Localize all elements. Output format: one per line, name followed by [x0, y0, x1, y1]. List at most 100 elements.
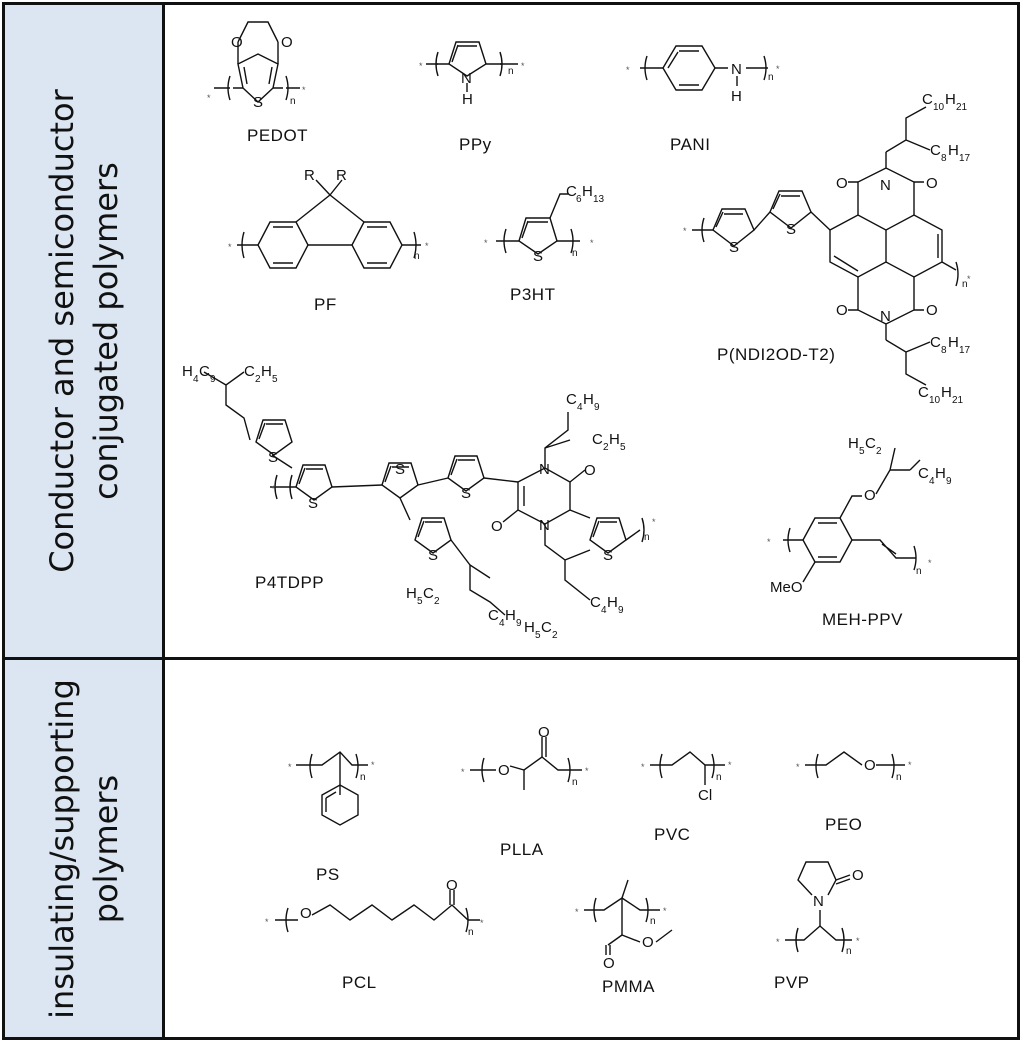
polymer-name-pvp: PVP: [774, 973, 810, 992]
category-panel-conductive: Conductor and semiconductor conjugated p…: [5, 5, 162, 657]
atom-label: *: [641, 762, 645, 772]
atom-label: n: [716, 772, 722, 783]
atom-label: C: [244, 363, 255, 380]
atom-label: *: [683, 226, 687, 236]
atom-label: C: [566, 183, 577, 200]
atom-label: C: [930, 142, 941, 159]
atom-label: H: [945, 91, 956, 108]
atom-label: n: [896, 772, 902, 783]
atom-label: n: [360, 772, 366, 783]
atom-label: S: [461, 485, 471, 502]
atom-label: 21: [952, 395, 964, 406]
structure-pvp: N O n * * PVP: [774, 861, 864, 992]
atom-label: 2: [552, 630, 558, 641]
structure-pedot: O O S n * * PEDOT: [207, 21, 308, 145]
polymer-name-peo: PEO: [825, 815, 862, 834]
atom-label: n: [768, 72, 774, 83]
atom-label: C: [566, 391, 577, 408]
atom-label: *: [228, 242, 232, 252]
atom-label: 2: [255, 374, 261, 385]
structure-pmma: O O n * * PMMA: [575, 879, 673, 996]
polymer-name-pedot: PEDOT: [247, 126, 308, 145]
atom-label: C: [922, 91, 933, 108]
structure-ps: n * * PS: [288, 751, 375, 884]
atom-label: *: [908, 760, 912, 770]
atom-label: *: [419, 61, 423, 71]
atom-label: O: [446, 877, 458, 894]
atom-label: S: [603, 547, 613, 564]
atom-label: n: [572, 248, 578, 259]
atom-label: C: [918, 384, 929, 401]
atom-label: S: [268, 449, 278, 466]
atom-label: C: [199, 363, 210, 380]
atom-label: n: [468, 927, 474, 938]
atom-label: S: [729, 239, 739, 256]
atom-label: H: [505, 607, 516, 624]
atom-label: *: [663, 906, 667, 916]
atom-label: *: [480, 918, 484, 928]
atom-label: C: [592, 431, 603, 448]
atom-label: O: [281, 34, 293, 51]
atom-label: MeO: [770, 579, 803, 596]
atom-label: *: [265, 917, 269, 927]
atom-label: O: [864, 757, 876, 774]
structure-pcl: O O n * * PCL: [265, 877, 484, 992]
atom-label: 2: [434, 596, 440, 607]
structure-ndi: S S N N O O O O C 10 H 21 C 8 H 17 C 8 H…: [683, 91, 971, 406]
atom-label: S: [308, 495, 318, 512]
atom-label: 4: [601, 605, 607, 616]
atom-label: n: [290, 96, 296, 107]
atom-label: *: [928, 558, 932, 568]
structure-pf: R R n * * PF: [228, 167, 429, 314]
atom-label: S: [533, 248, 543, 265]
atom-label: C: [865, 435, 876, 452]
atom-label: O: [864, 487, 876, 504]
atom-label: O: [300, 905, 312, 922]
atom-label: H: [848, 435, 859, 452]
polymer-name-pani: PANI: [670, 135, 710, 154]
atom-label: H: [582, 183, 593, 200]
atom-label: O: [498, 762, 510, 779]
atom-label: *: [484, 238, 488, 248]
atom-label: C: [918, 465, 929, 482]
atom-label: 17: [959, 345, 971, 356]
polymer-name-pmma: PMMA: [602, 977, 655, 996]
atom-label: *: [967, 274, 971, 284]
atom-label: *: [856, 936, 860, 946]
atom-label: n: [916, 566, 922, 577]
atom-label: 9: [618, 605, 624, 616]
atom-label: S: [253, 94, 263, 111]
atom-label: n: [508, 66, 514, 77]
atom-label: O: [538, 724, 550, 741]
atom-label: N: [539, 461, 550, 478]
atom-label: S: [786, 221, 796, 238]
atom-label: S: [395, 461, 405, 478]
atom-label: H: [609, 431, 620, 448]
atom-label: *: [371, 760, 375, 770]
atom-label: H: [583, 391, 594, 408]
atom-label: N: [880, 177, 891, 194]
atom-label: 8: [941, 345, 947, 356]
atom-label: *: [776, 64, 780, 74]
structure-ppy: N H n * * PPy: [419, 41, 525, 154]
atom-label: 17: [959, 153, 971, 164]
atom-label: 21: [956, 102, 968, 113]
structure-p4tdpp: H 4 C 9 C 2 H 5 S S S S S S N N O O C 4 …: [182, 363, 656, 641]
atom-label: 4: [499, 618, 505, 629]
atom-label: C: [488, 607, 499, 624]
atom-label: H: [948, 142, 959, 159]
polymer-name-p3ht: P3HT: [510, 285, 555, 304]
atom-label: 8: [941, 153, 947, 164]
atom-label: *: [626, 65, 630, 75]
atom-label: 5: [535, 630, 541, 641]
atom-label: N: [461, 70, 472, 87]
structure-p3ht: S C 6 H 13 n * * P3HT: [484, 183, 605, 304]
atom-label: *: [585, 766, 589, 776]
atom-label: R: [336, 167, 347, 184]
atom-label: H: [462, 91, 473, 108]
polymer-name-plla: PLLA: [500, 840, 544, 859]
atom-label: H: [607, 594, 618, 611]
atom-label: R: [304, 167, 315, 184]
atom-label: *: [521, 61, 525, 71]
